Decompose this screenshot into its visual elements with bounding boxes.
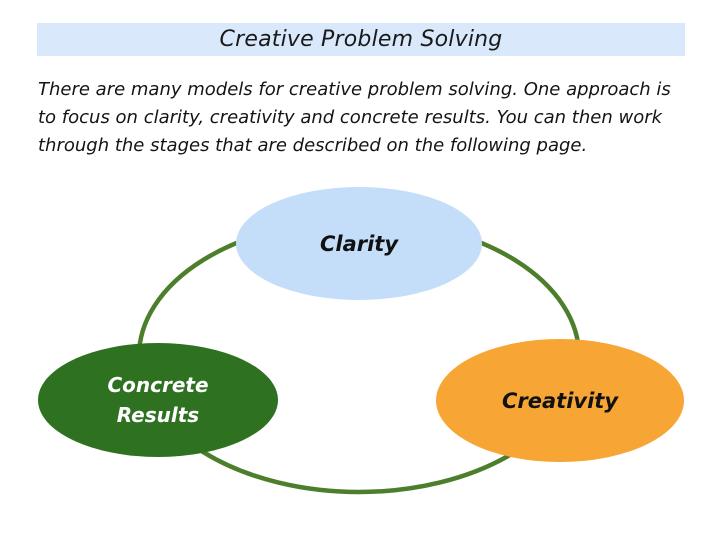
node-creativity-label: Creativity [501, 388, 619, 413]
node-clarity-label: Clarity [319, 231, 399, 256]
node-concrete-results-label-line2: Results [116, 403, 200, 427]
node-concrete-results: Concrete Results [38, 343, 278, 457]
title-bar: Creative Problem Solving [37, 23, 685, 56]
intro-line-3: through the stages that are described on… [38, 135, 588, 156]
node-concrete-results-label-line1: Concrete [107, 373, 209, 397]
node-creativity: Creativity [436, 339, 684, 462]
page-title: Creative Problem Solving [219, 27, 503, 52]
node-clarity: Clarity [236, 187, 482, 300]
intro-line-2: to focus on clarity, creativity and conc… [38, 107, 663, 128]
intro-line-1: There are many models for creative probl… [38, 79, 671, 100]
intro-paragraph: There are many models for creative probl… [38, 76, 708, 160]
